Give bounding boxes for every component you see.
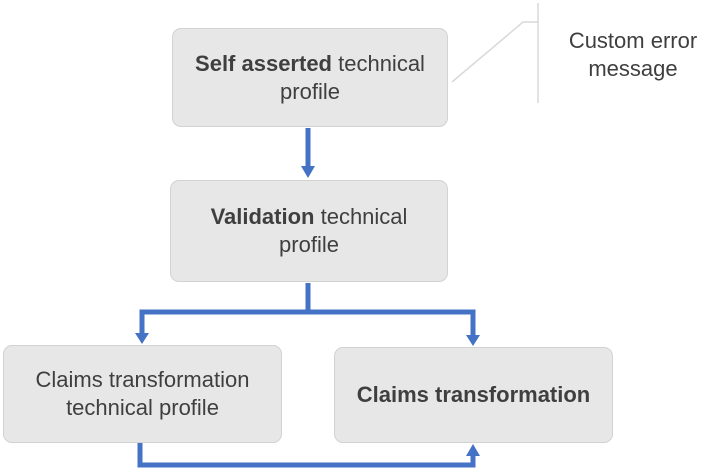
callout-leader xyxy=(451,3,539,103)
arrow-head-down-right-icon xyxy=(466,335,480,346)
arrow-validation-branches xyxy=(135,283,480,346)
arrow-self-asserted-to-validation xyxy=(301,128,315,178)
node-label-bold: Validation xyxy=(210,204,315,229)
node-label: Validation technical profile xyxy=(183,203,435,259)
arrow-claims-tp-to-claims xyxy=(137,443,480,468)
node-label-regular: technical profile xyxy=(279,204,408,257)
node-label-regular: Claims transformation technical profile xyxy=(35,367,250,420)
callout-diagonal-line xyxy=(451,21,538,83)
node-label: Self asserted technical profile xyxy=(185,50,435,106)
arrow-loop-rail xyxy=(137,443,476,468)
node-label: Claims transformation xyxy=(357,381,591,409)
arrow-head-down-icon xyxy=(301,166,315,178)
node-label-bold: Claims transformation xyxy=(356,382,591,407)
node-label: Claims transformation technical profile xyxy=(16,366,269,422)
arrow-head-up-icon xyxy=(466,444,480,456)
node-claims-transformation: Claims transformation xyxy=(334,347,613,443)
node-label-regular: technical profile xyxy=(280,50,425,104)
callout-text: Custom error message xyxy=(568,28,698,81)
node-label-bold: Self asserted xyxy=(195,50,332,76)
node-claims-transformation-technical-profile: Claims transformation technical profile xyxy=(3,345,282,443)
node-self-asserted-technical-profile: Self asserted technical profile xyxy=(172,28,448,127)
arrow-branch-rail xyxy=(139,309,476,336)
arrow-head-down-left-icon xyxy=(135,333,149,344)
node-validation-technical-profile: Validation technical profile xyxy=(170,180,448,282)
